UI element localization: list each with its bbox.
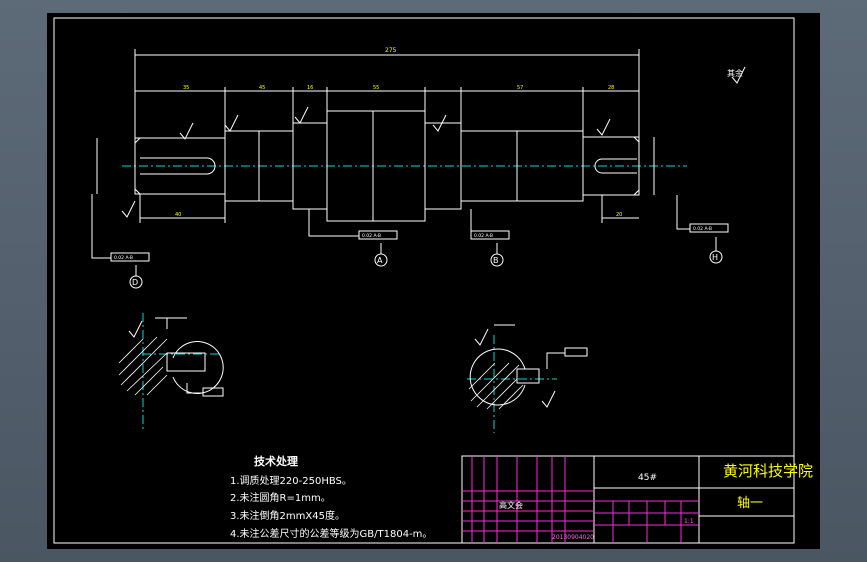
- drawing-border: [53, 17, 795, 544]
- school-name: 黄河科技学院: [723, 462, 813, 480]
- section-view-right: [467, 324, 588, 433]
- tol-frame-3: 0.02 A-B: [474, 233, 493, 239]
- title-block: 45# 黄河科技学院 轴一 高文会 1:1 20130904020: [461, 455, 813, 544]
- dim-seg-right-end: 28: [608, 85, 614, 91]
- material: 45#: [638, 473, 657, 483]
- shaft-main-view: [122, 110, 687, 222]
- tech-item-2: 2.未注圆角R=1mm。: [230, 491, 331, 504]
- tech-item-1: 1.调质处理220-250HBS。: [230, 475, 352, 487]
- designer-name: 高文会: [499, 500, 523, 510]
- datum-h: H: [712, 253, 718, 262]
- dim-seg-left-end: 35: [183, 85, 189, 91]
- dim-seg-4: 55: [373, 85, 379, 91]
- tolerance-and-datums: 0.02 A-B 0.02 A-B 0.02 A-B 0.02 A-B D A …: [91, 194, 729, 289]
- dim-overall-length: 275: [385, 47, 397, 54]
- scale-value: 1:1: [684, 518, 694, 525]
- tech-title: 技术处理: [254, 454, 298, 468]
- cad-viewport[interactable]: 275 35 45 16 55 57 28 40 20: [47, 13, 820, 549]
- drawing-number: 20130904020: [552, 534, 594, 541]
- datum-a: A: [377, 256, 383, 265]
- tech-item-4: 4.未注公差尺寸的公差等级为GB/T1804-m。: [230, 527, 432, 540]
- surface-finish-marks: 其余: [121, 66, 746, 218]
- tol-frame-1: 0.02 A-B: [114, 255, 133, 261]
- tol-frame-4: 0.02 A-B: [693, 226, 712, 232]
- tech-item-3: 3.未注倒角2mmX45度。: [230, 509, 345, 522]
- dim-seg-5: 57: [517, 85, 523, 91]
- dim-keyway-length-right: 20: [616, 212, 622, 218]
- tech-requirements: 技术处理 1.调质处理220-250HBS。 2.未注圆角R=1mm。 3.未注…: [230, 454, 432, 540]
- dim-seg-3: 16: [307, 85, 313, 91]
- datum-d: D: [132, 278, 138, 287]
- section-view-left: [118, 313, 224, 431]
- surface-finish-note: 其余: [727, 68, 743, 78]
- dim-seg-2: 45: [259, 85, 265, 91]
- datum-b: B: [493, 256, 499, 265]
- part-name: 轴一: [737, 496, 763, 511]
- dim-keyway-length: 40: [175, 212, 181, 218]
- shaft-drawing: 275 35 45 16 55 57 28 40 20: [53, 17, 813, 544]
- dimension-lines: 275 35 45 16 55 57 28 40 20: [96, 47, 655, 223]
- tol-frame-2: 0.02 A-B: [362, 233, 381, 239]
